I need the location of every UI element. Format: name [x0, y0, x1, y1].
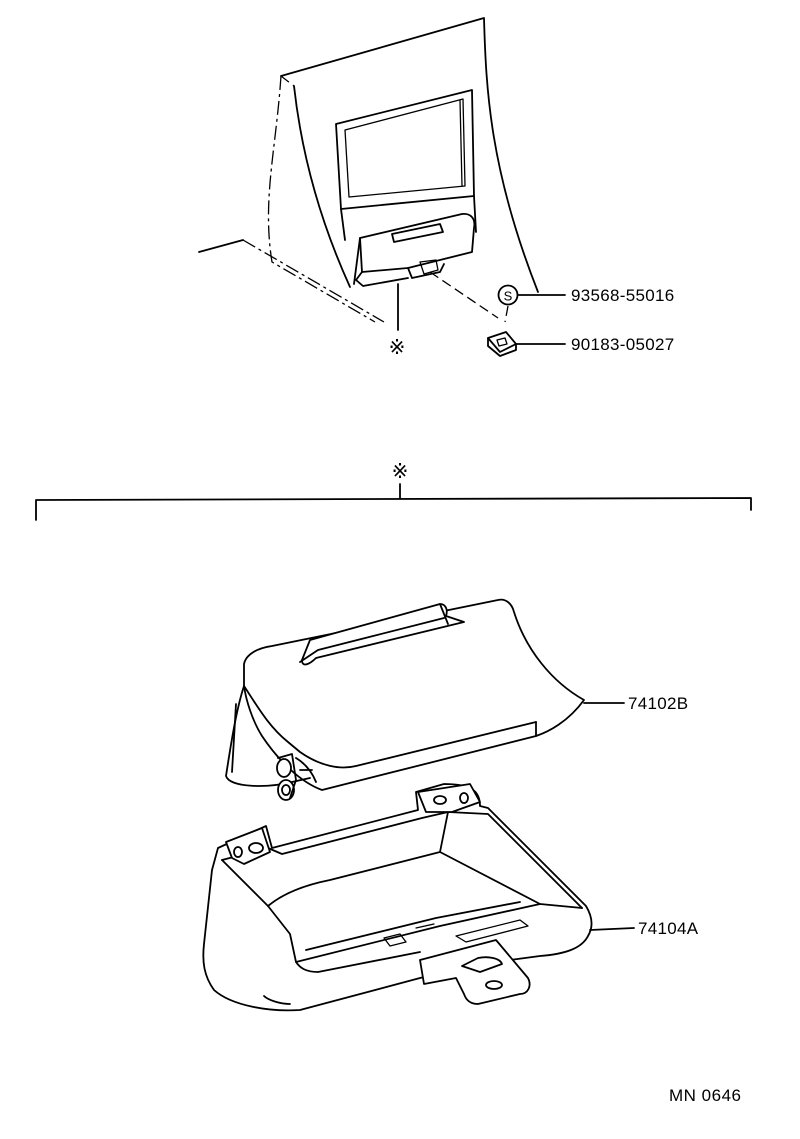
screw-symbol: S: [504, 289, 513, 304]
part-number-door: 74102B: [628, 694, 688, 713]
glove-box-door: [225, 598, 585, 801]
clip-icon: [487, 331, 517, 357]
assembly-marker-bottom: ※: [392, 461, 409, 483]
part-number-clip: 90183-05027: [571, 335, 675, 354]
assembly-marker-top: ※: [389, 337, 406, 359]
dash-lower-boundary: [267, 75, 376, 323]
clip-hidden-line: [429, 271, 499, 319]
bracket-line: [35, 497, 752, 521]
floor-edge: [198, 239, 244, 253]
assembly-bracket: ※: [35, 461, 752, 521]
dash-panel-outline: [280, 17, 539, 293]
dash-panel-edge: [280, 75, 295, 87]
part-number-screw: 93568-55016: [571, 286, 675, 305]
box-leader: [589, 927, 635, 931]
recess-inner: [344, 98, 466, 198]
installation-view: S 93568-55016 90183-05027 ※: [198, 17, 675, 359]
glove-box-body: [202, 783, 593, 1012]
reference-code: MN 0646: [669, 1086, 741, 1105]
installed-glove-box: [353, 213, 476, 287]
panel-inner-edge: [293, 85, 351, 288]
part-number-box: 74104A: [638, 919, 699, 938]
floor-hidden-line: [242, 239, 385, 323]
